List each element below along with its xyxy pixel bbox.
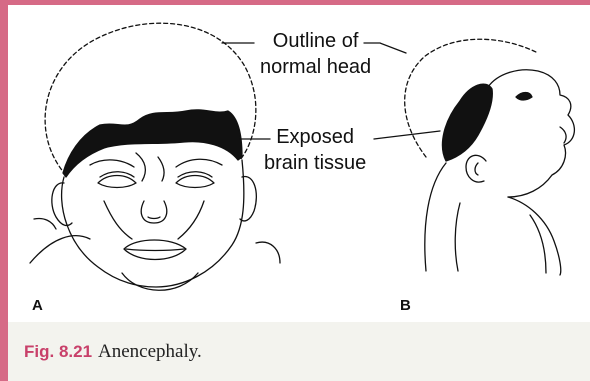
exposed-brain-tissue-b bbox=[442, 84, 492, 161]
frame-left-bar bbox=[0, 0, 8, 381]
nose-a bbox=[141, 201, 167, 223]
callout-outline-line-2: normal head bbox=[260, 55, 371, 81]
eye-right-a bbox=[176, 176, 214, 188]
panel-label-a: A bbox=[32, 297, 43, 314]
head-profile-b bbox=[488, 70, 574, 197]
back-b bbox=[425, 163, 446, 271]
brow-right-a bbox=[176, 159, 222, 167]
callout-outline-normal-head: Outline of normal head bbox=[260, 29, 371, 80]
side-view-drawing bbox=[405, 39, 575, 275]
callout-exposed-line-2: brain tissue bbox=[264, 151, 366, 177]
exposed-brain-tissue-a bbox=[63, 110, 242, 177]
leader-line-exposed-b bbox=[374, 131, 440, 139]
callout-outline-line-1: Outline of bbox=[260, 29, 371, 55]
eye-left-a bbox=[98, 176, 136, 188]
caption-text: Anencephaly. bbox=[98, 341, 202, 362]
shoulder-right-a bbox=[256, 242, 280, 263]
caption-figure-number: Fig. 8.21 bbox=[24, 342, 92, 361]
panel-label-b: B bbox=[400, 297, 411, 314]
shoulder-b bbox=[508, 197, 561, 275]
eye-b bbox=[516, 93, 532, 101]
arm-b bbox=[455, 203, 460, 271]
figure-caption: Fig. 8.21 Anencephaly. bbox=[8, 322, 590, 381]
shoulder-left-a bbox=[30, 236, 90, 263]
ear-b bbox=[466, 155, 486, 182]
callout-exposed-line-1: Exposed bbox=[264, 125, 366, 151]
mouth-b bbox=[560, 127, 566, 143]
callout-exposed-brain-tissue: Exposed brain tissue bbox=[264, 125, 366, 176]
brow-left-a bbox=[90, 160, 134, 167]
illustration-panel: Outline of normal head Exposed brain tis… bbox=[8, 5, 590, 322]
frontal-view-drawing bbox=[30, 23, 280, 290]
